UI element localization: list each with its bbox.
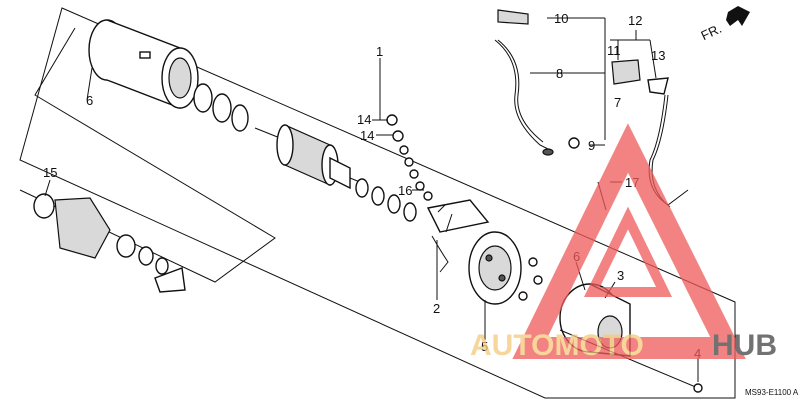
leader-lines [44,17,699,382]
callout-5: 5 [481,339,488,354]
part-code: MS93-E1100 A [745,388,799,397]
assembly-outline [19,7,736,399]
callout-8: 8 [556,66,563,81]
direction-arrow-icon [726,6,750,26]
callout-9: 9 [588,138,595,153]
terminal-covers [611,59,689,208]
callout-1: 1 [376,44,383,59]
washer-set-left [193,83,249,132]
washer-set-right [355,178,417,222]
callout-6-left: 6 [86,93,93,108]
yoke-case [88,19,199,110]
callout-14-top: 14 [357,112,371,127]
callout-7: 7 [614,95,621,110]
callout-16: 16 [398,183,412,198]
rear-end-cover [33,193,186,293]
callout-12: 12 [628,13,642,28]
watermark-triangle-icon [512,123,746,359]
watermark-text-right: HUB [712,329,777,362]
callout-14-bottom: 14 [360,128,374,143]
callout-13: 13 [651,48,665,63]
front-direction-indicator: FR. [699,6,750,43]
armature [254,124,361,190]
callout-10: 10 [554,11,568,26]
callout-2: 2 [433,301,440,316]
brush-holder-clips [426,199,490,273]
callout-15: 15 [43,165,57,180]
callout-3: 3 [617,268,624,283]
watermark-text-left: AUTOMOTO [470,329,644,362]
watermark: AUTOMOTO HUB [470,123,777,362]
callout-11: 11 [607,43,621,58]
starter-cable [494,9,580,156]
brush-plate [468,231,543,305]
nut-washer-column [386,114,433,201]
direction-label: FR. [699,21,724,43]
